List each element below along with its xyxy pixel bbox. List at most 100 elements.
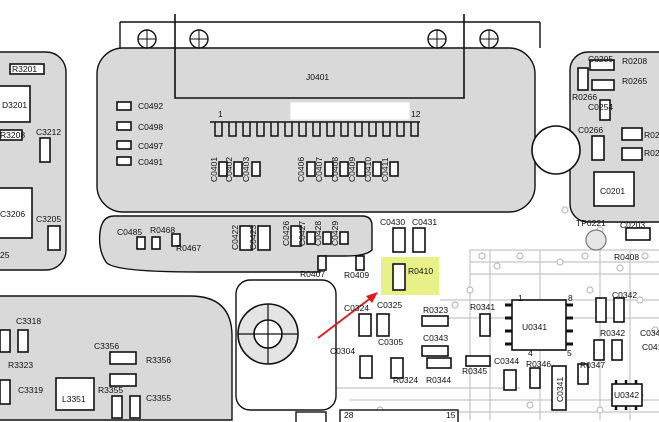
label-R0346: R0346 — [526, 359, 551, 369]
ic-U0341 — [505, 299, 573, 351]
label-R02-a: R02 — [644, 130, 659, 140]
label-R0323: R0323 — [423, 305, 448, 315]
label-C0201: C0201 — [600, 186, 625, 196]
label-R0345: R0345 — [462, 366, 487, 376]
label-C3356: C3356 — [94, 341, 119, 351]
small-part-bottom — [295, 411, 327, 422]
label-C0427: C0427 — [297, 221, 307, 246]
label-R0324: R0324 — [393, 375, 418, 385]
label-C0498: C0498 — [138, 122, 163, 132]
label-C0411: C0411 — [380, 157, 390, 182]
label-D3201: D3201 — [2, 100, 27, 110]
label-C0485: C0485 — [117, 227, 142, 237]
component-D3201 — [0, 85, 31, 123]
zone-connector — [96, 47, 536, 213]
label-pin-5: 5 — [567, 348, 572, 358]
label-R0408: R0408 — [614, 252, 639, 262]
connector-pin-last: 12 — [411, 109, 421, 119]
label-TP0221: TP0221 — [576, 218, 606, 228]
label-C3318: C3318 — [16, 316, 41, 326]
mounting-hole-crosshair-icon — [189, 29, 209, 49]
label-C0408: C0408 — [330, 157, 340, 182]
label-C3206: C3206 — [0, 209, 25, 219]
label-C0325: C0325 — [377, 300, 402, 310]
label-C0422: C0422 — [230, 225, 240, 250]
label-C0342: C0342 — [612, 290, 637, 300]
zone-middle — [98, 215, 373, 273]
label-R3356: R3356 — [146, 355, 171, 365]
label-C0492: C0492 — [138, 101, 163, 111]
label-R0407: R0407 — [300, 269, 325, 279]
label-C0426: C0426 — [281, 221, 291, 246]
connector-pin-first: 1 — [218, 109, 223, 119]
label-C0431: C0431 — [412, 217, 437, 227]
label-C0410: C0410 — [363, 157, 373, 182]
label-C0428: C0428 — [313, 221, 323, 246]
label-R0467: R0467 — [176, 243, 201, 253]
label-C0423: C0423 — [248, 225, 258, 250]
label-R3355: R3355 — [98, 385, 123, 395]
label-C0341: C0341 — [555, 377, 565, 402]
connector-J0401-label: J0401 — [306, 72, 329, 82]
label-C3205: C3205 — [36, 214, 61, 224]
label-pin-8: 8 — [568, 293, 573, 303]
label-C0406: C0406 — [296, 157, 306, 182]
label-C0343: C0343 — [423, 333, 448, 343]
label-pin-4: 4 — [528, 348, 533, 358]
connector-pin-28: 28 — [344, 410, 354, 420]
label-C0401: C0401 — [209, 157, 219, 182]
label-R3201: R3201 — [12, 64, 37, 74]
label-R0208: R0208 — [622, 56, 647, 66]
highlight-box — [381, 257, 439, 295]
label-C0403: C0403 — [241, 157, 251, 182]
label-C0409: C0409 — [347, 157, 357, 182]
label-C0429: C0429 — [330, 221, 340, 246]
component-pads — [0, 59, 651, 419]
connector-J0401: J0401 1 12 — [119, 14, 541, 137]
label-R0266: R0266 — [572, 92, 597, 102]
label-R0265: R0265 — [622, 76, 647, 86]
label-R0341: R0341 — [470, 302, 495, 312]
label-C0305: C0305 — [378, 337, 403, 347]
test-point-TP0221 — [585, 229, 607, 251]
label-C0341-right: C0341 — [640, 328, 659, 338]
label-R0347: R0347 — [580, 360, 605, 370]
label-R0410: R0410 — [408, 266, 433, 276]
label-C3319: C3319 — [18, 385, 43, 395]
label-C0266: C0266 — [578, 125, 603, 135]
component-C3206 — [0, 187, 33, 239]
label-C0304: C0304 — [330, 346, 355, 356]
mounting-hole-crosshair-icon — [479, 29, 499, 49]
label-C0205: C0205 — [588, 54, 613, 64]
label-R0342: R0342 — [600, 328, 625, 338]
mounting-hole-large — [237, 303, 299, 365]
label-C0497: C0497 — [138, 141, 163, 151]
label-C3212: C3212 — [36, 127, 61, 137]
label-C0203: C0203 — [620, 220, 645, 230]
label-R0409: R0409 — [344, 270, 369, 280]
component-labels: R3201 D3201 R3208 C3212 C3206 C3205 25 C… — [0, 54, 659, 420]
red-arrow-pointer-icon — [317, 292, 378, 339]
label-U0341: U0341 — [522, 322, 547, 332]
connector-pin-15: 15 — [446, 410, 456, 420]
mounting-hole-crosshair-icon — [427, 29, 447, 49]
label-C3355: C3355 — [146, 393, 171, 403]
label-L3351: L3351 — [62, 394, 86, 404]
component-C0201 — [593, 171, 635, 207]
label-R0468: R0468 — [150, 225, 175, 235]
ic-U0342 — [611, 380, 643, 410]
label-C0402: C0402 — [224, 157, 234, 182]
label-R3323: R3323 — [8, 360, 33, 370]
label-R3208: R3208 — [0, 130, 25, 140]
label-U0342: U0342 — [614, 390, 639, 400]
label-C0324: C0324 — [344, 303, 369, 313]
bottom-connector — [339, 409, 459, 422]
mounting-hole-crosshair-icon — [137, 29, 157, 49]
label-R02-b: R02 — [644, 148, 659, 158]
hole-right — [531, 125, 581, 175]
label-C0430: C0430 — [380, 217, 405, 227]
connector-pins-row — [214, 122, 419, 137]
inductor-L3351 — [55, 377, 95, 411]
label-R0344: R0344 — [426, 375, 451, 385]
